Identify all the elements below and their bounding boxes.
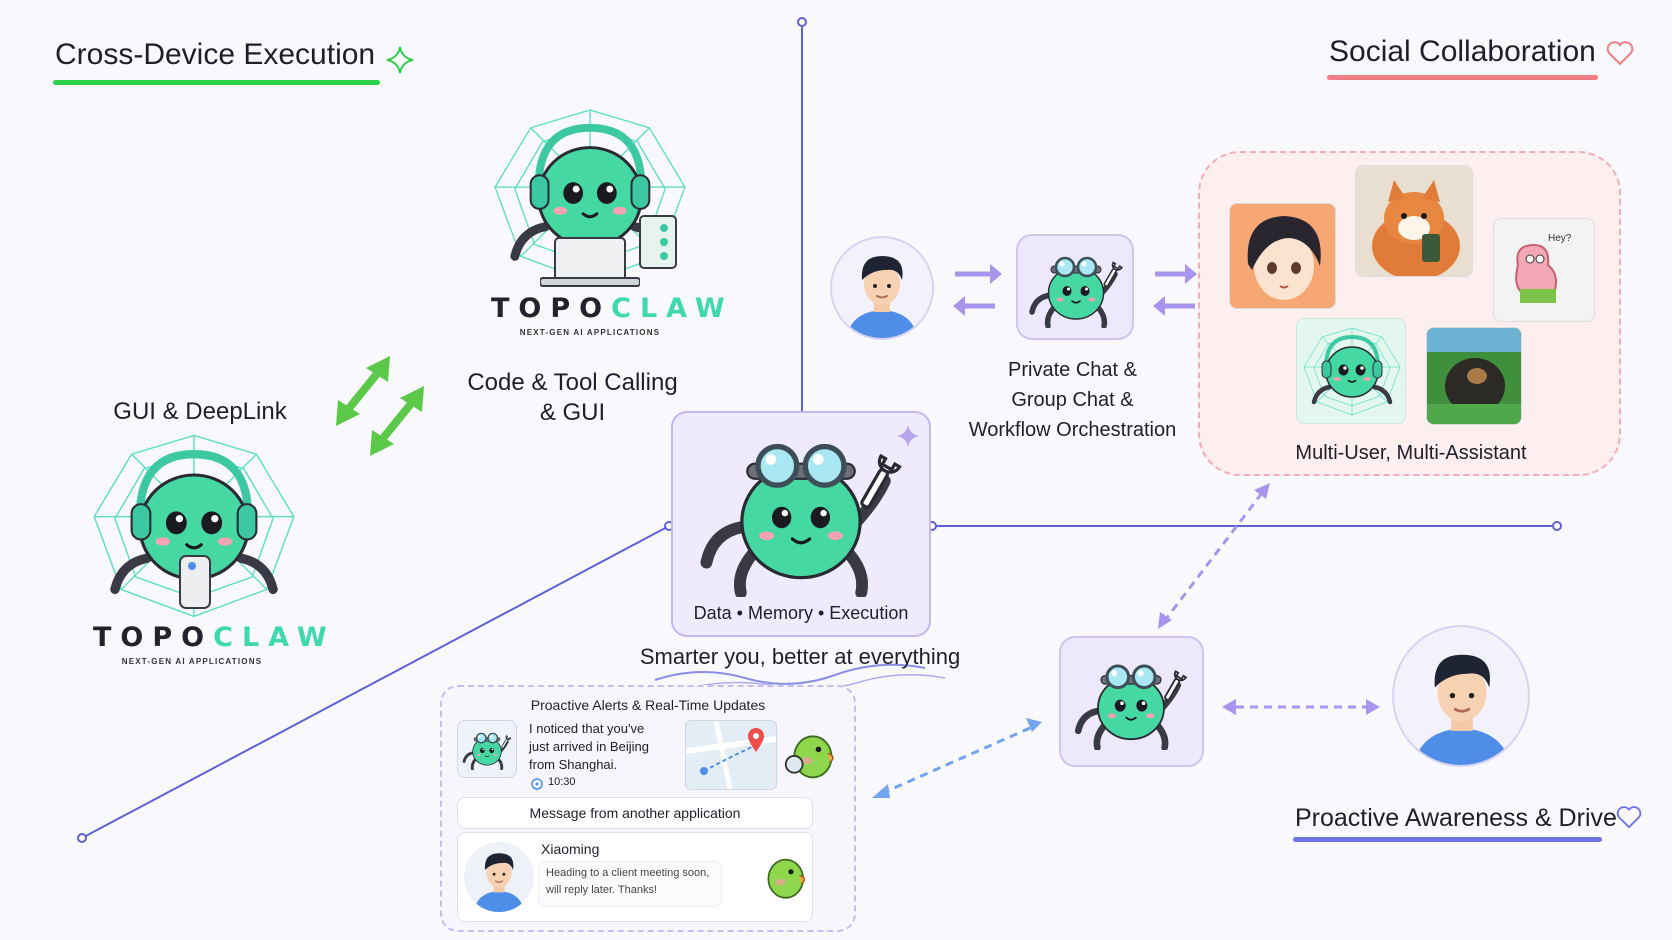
- proactive-heading: Proactive Awareness & Drive: [1295, 804, 1617, 833]
- sender-message-line-2: will reply later. Thanks!: [546, 884, 658, 896]
- logo-subtitle: NEXT-GEN AI APPLICATIONS: [121, 657, 263, 666]
- dashed-arrow-person: [1222, 699, 1380, 715]
- double-arrow-icon: [336, 356, 424, 456]
- proactive-underline: [1293, 837, 1602, 842]
- logo-word-dark: TOPO: [93, 622, 214, 653]
- alert-time: 10:30: [548, 776, 576, 788]
- sender-avatar-image: [464, 842, 534, 912]
- proactive-heading-text: Proactive Awareness & Drive: [1295, 804, 1617, 832]
- phone-icon: [179, 555, 211, 609]
- multi-user-label: Multi-User, Multi-Assistant: [1295, 442, 1527, 464]
- map-pin-icon: [748, 728, 764, 752]
- topoclaw-logo-left: TOPOCLAW NEXT-GEN AI APPLICATIONS: [82, 432, 327, 670]
- social-heading: Social Collaboration: [1329, 35, 1596, 69]
- vertical-axis-endpoint: [797, 17, 807, 27]
- clock-icon: [531, 778, 543, 790]
- private-chat-label-1: Private Chat &: [1008, 359, 1137, 381]
- hey-bubble-text: Hey?: [1548, 233, 1572, 244]
- sender-name: Xiaoming: [541, 841, 600, 857]
- heart-icon: [1616, 806, 1642, 829]
- assistant-spider-mascot: [1026, 248, 1126, 328]
- sender-avatar: [464, 842, 534, 912]
- logo-wordmark: TOPOCLAW: [93, 622, 336, 653]
- person-avatar-image: [1394, 633, 1530, 767]
- heart-icon: [1606, 41, 1634, 66]
- code-tool-label-2: & GUI: [539, 399, 606, 426]
- topoclaw-logo-top: TOPOCLAW NEXT-GEN AI APPLICATIONS: [480, 108, 725, 340]
- cross-device-heading: Cross-Device Execution: [55, 38, 375, 72]
- private-chat-label-2: Group Chat &: [1011, 389, 1134, 411]
- logo-word-teal: CLAW: [213, 622, 336, 653]
- social-underline: [1327, 75, 1598, 80]
- center-spider-mascot: [693, 425, 909, 597]
- alert-message-line-2: just arrived in Beijing: [529, 739, 649, 754]
- alerts-panel: Proactive Alerts & Real-Time Updates I n…: [440, 685, 856, 932]
- diagonal-axis: [81, 525, 670, 839]
- server-icon: [639, 215, 677, 269]
- alert-assistant-icon: [457, 720, 517, 778]
- spider-assistant-thumb[interactable]: [1296, 318, 1406, 424]
- tagline: Smarter you, better at everything: [639, 644, 961, 669]
- sparkle-icon: [896, 424, 920, 448]
- alert-message-line-3: from Shanghai.: [529, 757, 618, 772]
- anime-girl-thumb[interactable]: [1229, 203, 1336, 309]
- center-assistant-card[interactable]: Data • Memory • Execution: [671, 411, 931, 637]
- user-avatar[interactable]: [830, 236, 934, 340]
- anime-girl-image: [1247, 216, 1321, 300]
- dashed-arrow-social: [1158, 483, 1270, 629]
- parrot-icon: [758, 851, 810, 903]
- other-app-header: Message from another application: [457, 797, 813, 829]
- forest-creature-image: [1427, 328, 1521, 424]
- proactive-spider-mascot: [1071, 654, 1191, 750]
- alert-spider-mascot: [461, 728, 513, 770]
- sender-message-line-1: Heading to a client meeting soon,: [546, 867, 710, 879]
- cartoon-star-thumb[interactable]: Hey?: [1493, 218, 1595, 322]
- other-app-message-card[interactable]: Xiaoming Heading to a client meeting soo…: [457, 832, 813, 922]
- proactive-user-avatar[interactable]: [1392, 625, 1530, 767]
- diagonal-axis-endpoint: [77, 833, 87, 843]
- tagline-wave: [654, 663, 926, 685]
- cartoon-star-image: [1515, 243, 1557, 303]
- social-heading-text: Social Collaboration: [1329, 35, 1596, 68]
- proactive-assistant-card[interactable]: [1059, 636, 1204, 767]
- center-caption: Data • Memory • Execution: [693, 603, 909, 623]
- cross-device-underline: [53, 80, 380, 85]
- private-chat-arrows: [953, 264, 1197, 316]
- cross-device-heading-text: Cross-Device Execution: [55, 38, 376, 71]
- alerts-title: Proactive Alerts & Real-Time Updates: [530, 697, 766, 713]
- code-tool-label-1: Code & Tool Calling: [467, 369, 678, 396]
- cat-image: [1356, 166, 1472, 276]
- parrot-magnifier-icon: [784, 727, 840, 783]
- alert-message-line-1: I noticed that you've: [529, 721, 645, 736]
- logo-word-teal: CLAW: [611, 293, 734, 324]
- sparkle-icon: [386, 46, 414, 74]
- logo-subtitle: NEXT-GEN AI APPLICATIONS: [519, 328, 661, 337]
- cat-thumb[interactable]: [1355, 165, 1473, 277]
- sender-message-bubble: Heading to a client meeting soon, will r…: [538, 861, 722, 907]
- dashed-arrow-alerts: [872, 718, 1042, 798]
- laptop-icon: [540, 237, 640, 287]
- private-chat-assistant-card[interactable]: [1016, 234, 1134, 340]
- other-app-title: Message from another application: [529, 805, 741, 821]
- logo-wordmark: TOPOCLAW: [491, 293, 734, 324]
- private-chat-label-3: Workflow Orchestration: [968, 419, 1177, 441]
- forest-creature-thumb[interactable]: [1426, 327, 1522, 425]
- gui-deeplink-label: GUI & DeepLink: [113, 398, 287, 425]
- map-thumbnail[interactable]: [685, 720, 777, 790]
- spider-assistant-image: [1299, 327, 1405, 417]
- person-avatar-image: [832, 240, 932, 340]
- horizontal-axis-endpoint: [1552, 521, 1562, 531]
- logo-word-dark: TOPO: [491, 293, 612, 324]
